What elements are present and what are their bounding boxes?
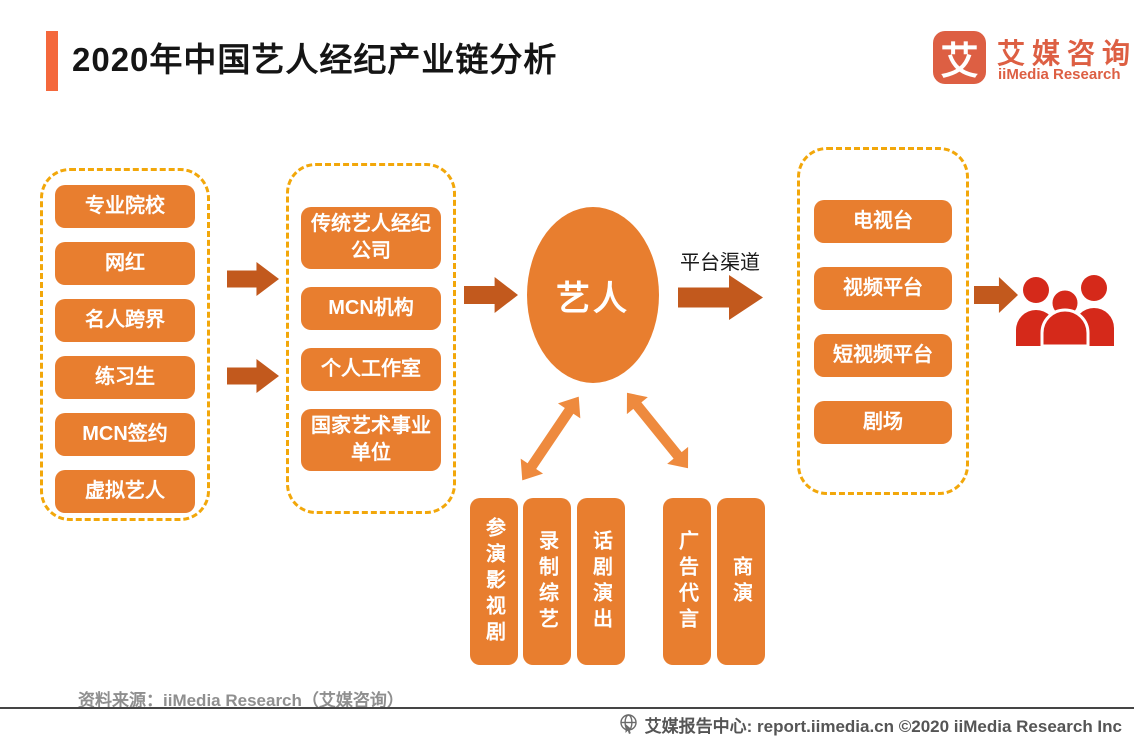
agency-item: 国家艺术事业单位 [301, 409, 441, 471]
talent-sources-group: 专业院校 网红 名人跨界 练习生 MCN签约 虚拟艺人 [40, 168, 210, 521]
talent-source-item: MCN签约 [55, 413, 195, 456]
activity-item: 录制综艺 [523, 498, 571, 665]
agency-item: 传统艺人经纪公司 [301, 207, 441, 269]
channel-label: 平台渠道 [680, 252, 760, 274]
activity-item: 商演 [717, 498, 765, 665]
platforms-group: 电视台 视频平台 短视频平台 剧场 [797, 147, 969, 495]
platform-item: 短视频平台 [814, 334, 952, 377]
activity-item: 广告代言 [663, 498, 711, 665]
platform-item: 剧场 [814, 401, 952, 444]
page-title: 2020年中国艺人经纪产业链分析 [72, 41, 558, 78]
iimedia-logo-icon: 艾 [933, 31, 986, 84]
talent-source-item: 网红 [55, 242, 195, 285]
double-arrow-icon [511, 389, 590, 488]
footer-report-center: 艾媒报告中心: report.iimedia.cn ©2020 iiMedia … [618, 712, 1122, 736]
artist-node: 艺人 [527, 207, 659, 383]
activity-item: 话剧演出 [577, 498, 625, 665]
logo-brand-cn: 艾媒咨询 [997, 38, 1134, 69]
talent-source-item: 专业院校 [55, 185, 195, 228]
footer-divider [0, 707, 1134, 709]
arrow-right-icon [974, 277, 1018, 313]
logo-brand-en: iiMedia Research [998, 66, 1121, 83]
double-arrow-icon [616, 384, 698, 476]
agencies-group: 传统艺人经纪公司 MCN机构 个人工作室 国家艺术事业单位 [286, 163, 456, 514]
agency-item: MCN机构 [301, 287, 441, 330]
iimedia-logo: 艾 艾媒咨询 iiMedia Research [933, 30, 1130, 88]
arrow-right-icon [227, 262, 279, 296]
audience-people-icon [1010, 274, 1120, 346]
arrow-right-icon [227, 359, 279, 393]
platform-item: 视频平台 [814, 267, 952, 310]
activity-item: 参演影视剧 [470, 498, 518, 665]
platform-item: 电视台 [814, 200, 952, 243]
globe-cursor-icon [619, 714, 637, 734]
arrow-right-icon [464, 277, 518, 313]
talent-source-item: 虚拟艺人 [55, 470, 195, 513]
footer-report-text: 艾媒报告中心: report.iimedia.cn ©2020 iiMedia … [644, 716, 1122, 736]
title-accent-bar [46, 31, 58, 91]
talent-source-item: 名人跨界 [55, 299, 195, 342]
source-note: 资料来源：iiMedia Research（艾媒咨询） [78, 691, 404, 710]
agency-item: 个人工作室 [301, 348, 441, 391]
arrow-right-icon [678, 275, 763, 320]
talent-source-item: 练习生 [55, 356, 195, 399]
